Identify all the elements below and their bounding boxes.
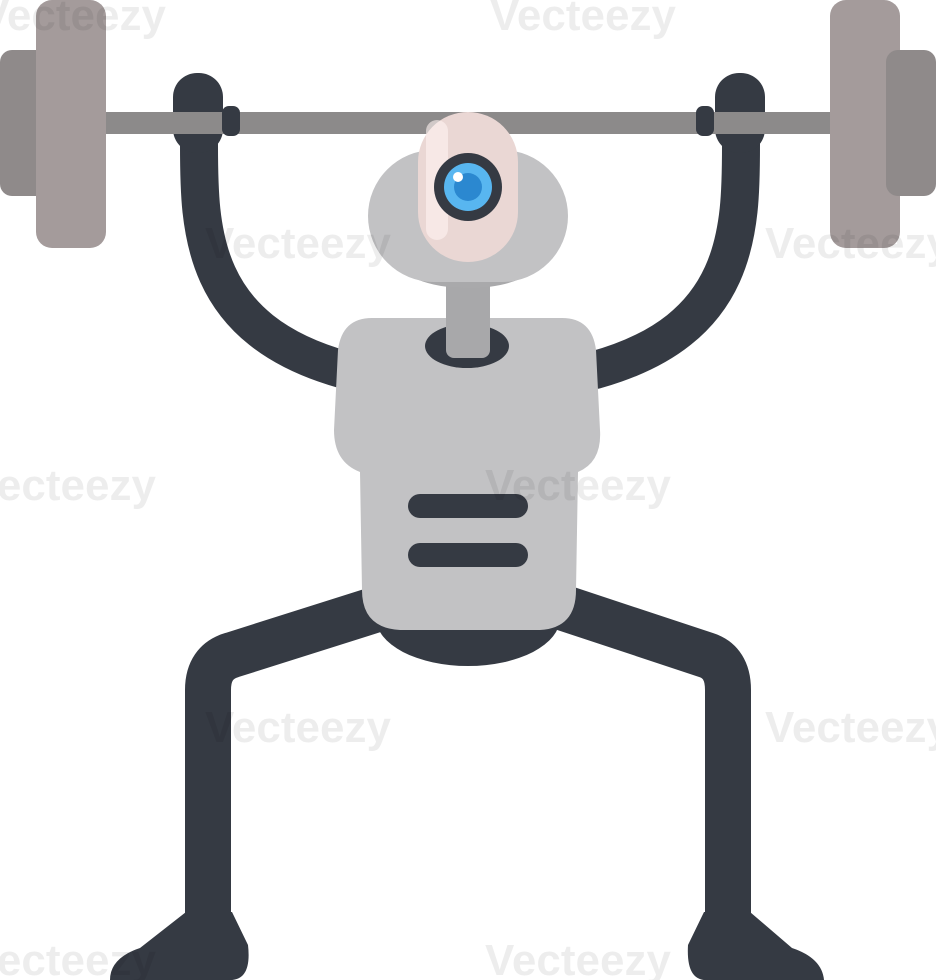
left-grip — [222, 106, 240, 136]
neck — [446, 272, 490, 358]
right-plate-inner — [886, 50, 936, 196]
watermark-text: Vecteezy — [0, 936, 156, 980]
right-leg — [547, 583, 751, 925]
camera-eye — [418, 112, 518, 262]
left-foot — [110, 912, 249, 980]
grips — [222, 106, 714, 136]
left-arm — [180, 76, 364, 389]
watermark-text: Vecteezy — [205, 219, 391, 268]
right-foot — [687, 912, 824, 980]
legs — [110, 583, 824, 980]
watermark-text: Vecteezy — [765, 219, 936, 268]
torso-body — [334, 318, 601, 630]
watermark-text: Vecteezy — [485, 936, 671, 980]
right-plate-outer — [830, 0, 900, 248]
torso — [334, 318, 601, 630]
left-plate-outer — [36, 0, 106, 248]
left-leg — [185, 583, 397, 925]
watermark-text: Vecteezy — [0, 461, 156, 510]
watermark-text: Vecteezy — [0, 0, 166, 40]
right-arm — [576, 76, 760, 389]
right-grip — [696, 106, 714, 136]
watermark-text: Vecteezy — [490, 0, 676, 40]
watermark-text: Vecteezy — [485, 461, 671, 510]
watermark-text: Vecteezy — [765, 703, 936, 752]
chest-slot-top — [408, 494, 528, 518]
watermark-text: Vecteezy — [205, 703, 391, 752]
eye-glint — [453, 172, 463, 182]
chest-slot-bottom — [408, 543, 528, 567]
